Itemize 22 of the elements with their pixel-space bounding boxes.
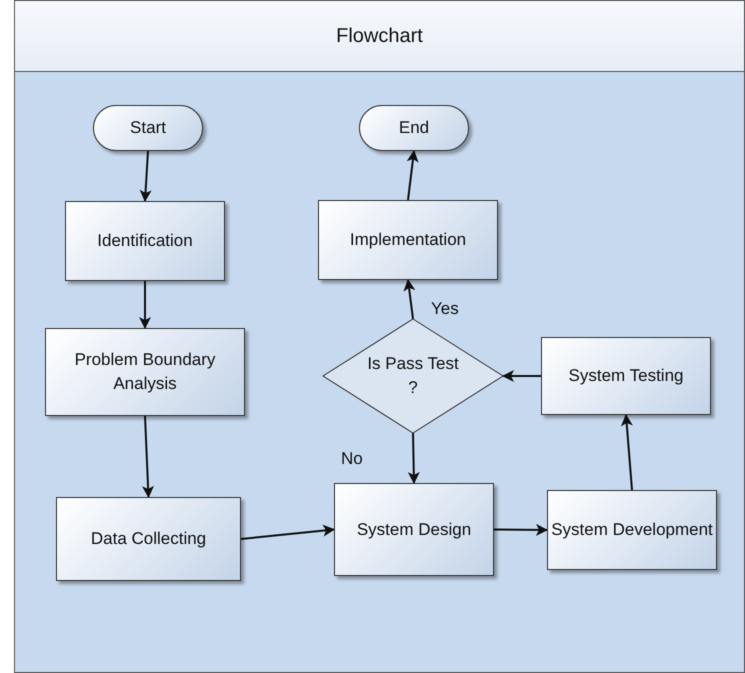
process-box: System Development [547, 490, 717, 570]
arrow [502, 370, 541, 382]
arrow [240, 524, 335, 540]
process-box: System Testing [541, 337, 711, 415]
arrow [139, 281, 151, 329]
pool-title: Flowchart [336, 24, 423, 48]
process-box: Data Collecting [56, 497, 241, 581]
decision-diamond: Is Pass Test ? [323, 319, 503, 433]
arrow [406, 150, 419, 200]
arrow [403, 279, 416, 320]
terminal-box: End [359, 105, 469, 151]
process-box: Identification [65, 201, 225, 281]
process-box: System Design [334, 483, 494, 576]
process-box: Problem Boundary Analysis [45, 328, 245, 416]
arrow [620, 414, 633, 490]
arrow [142, 416, 154, 498]
swimlane-pool [14, 0, 745, 673]
arrow [140, 150, 152, 202]
process-box: Implementation [318, 200, 498, 280]
terminal-box: Start [93, 105, 203, 151]
arrow [408, 432, 420, 484]
arrow [494, 524, 548, 536]
